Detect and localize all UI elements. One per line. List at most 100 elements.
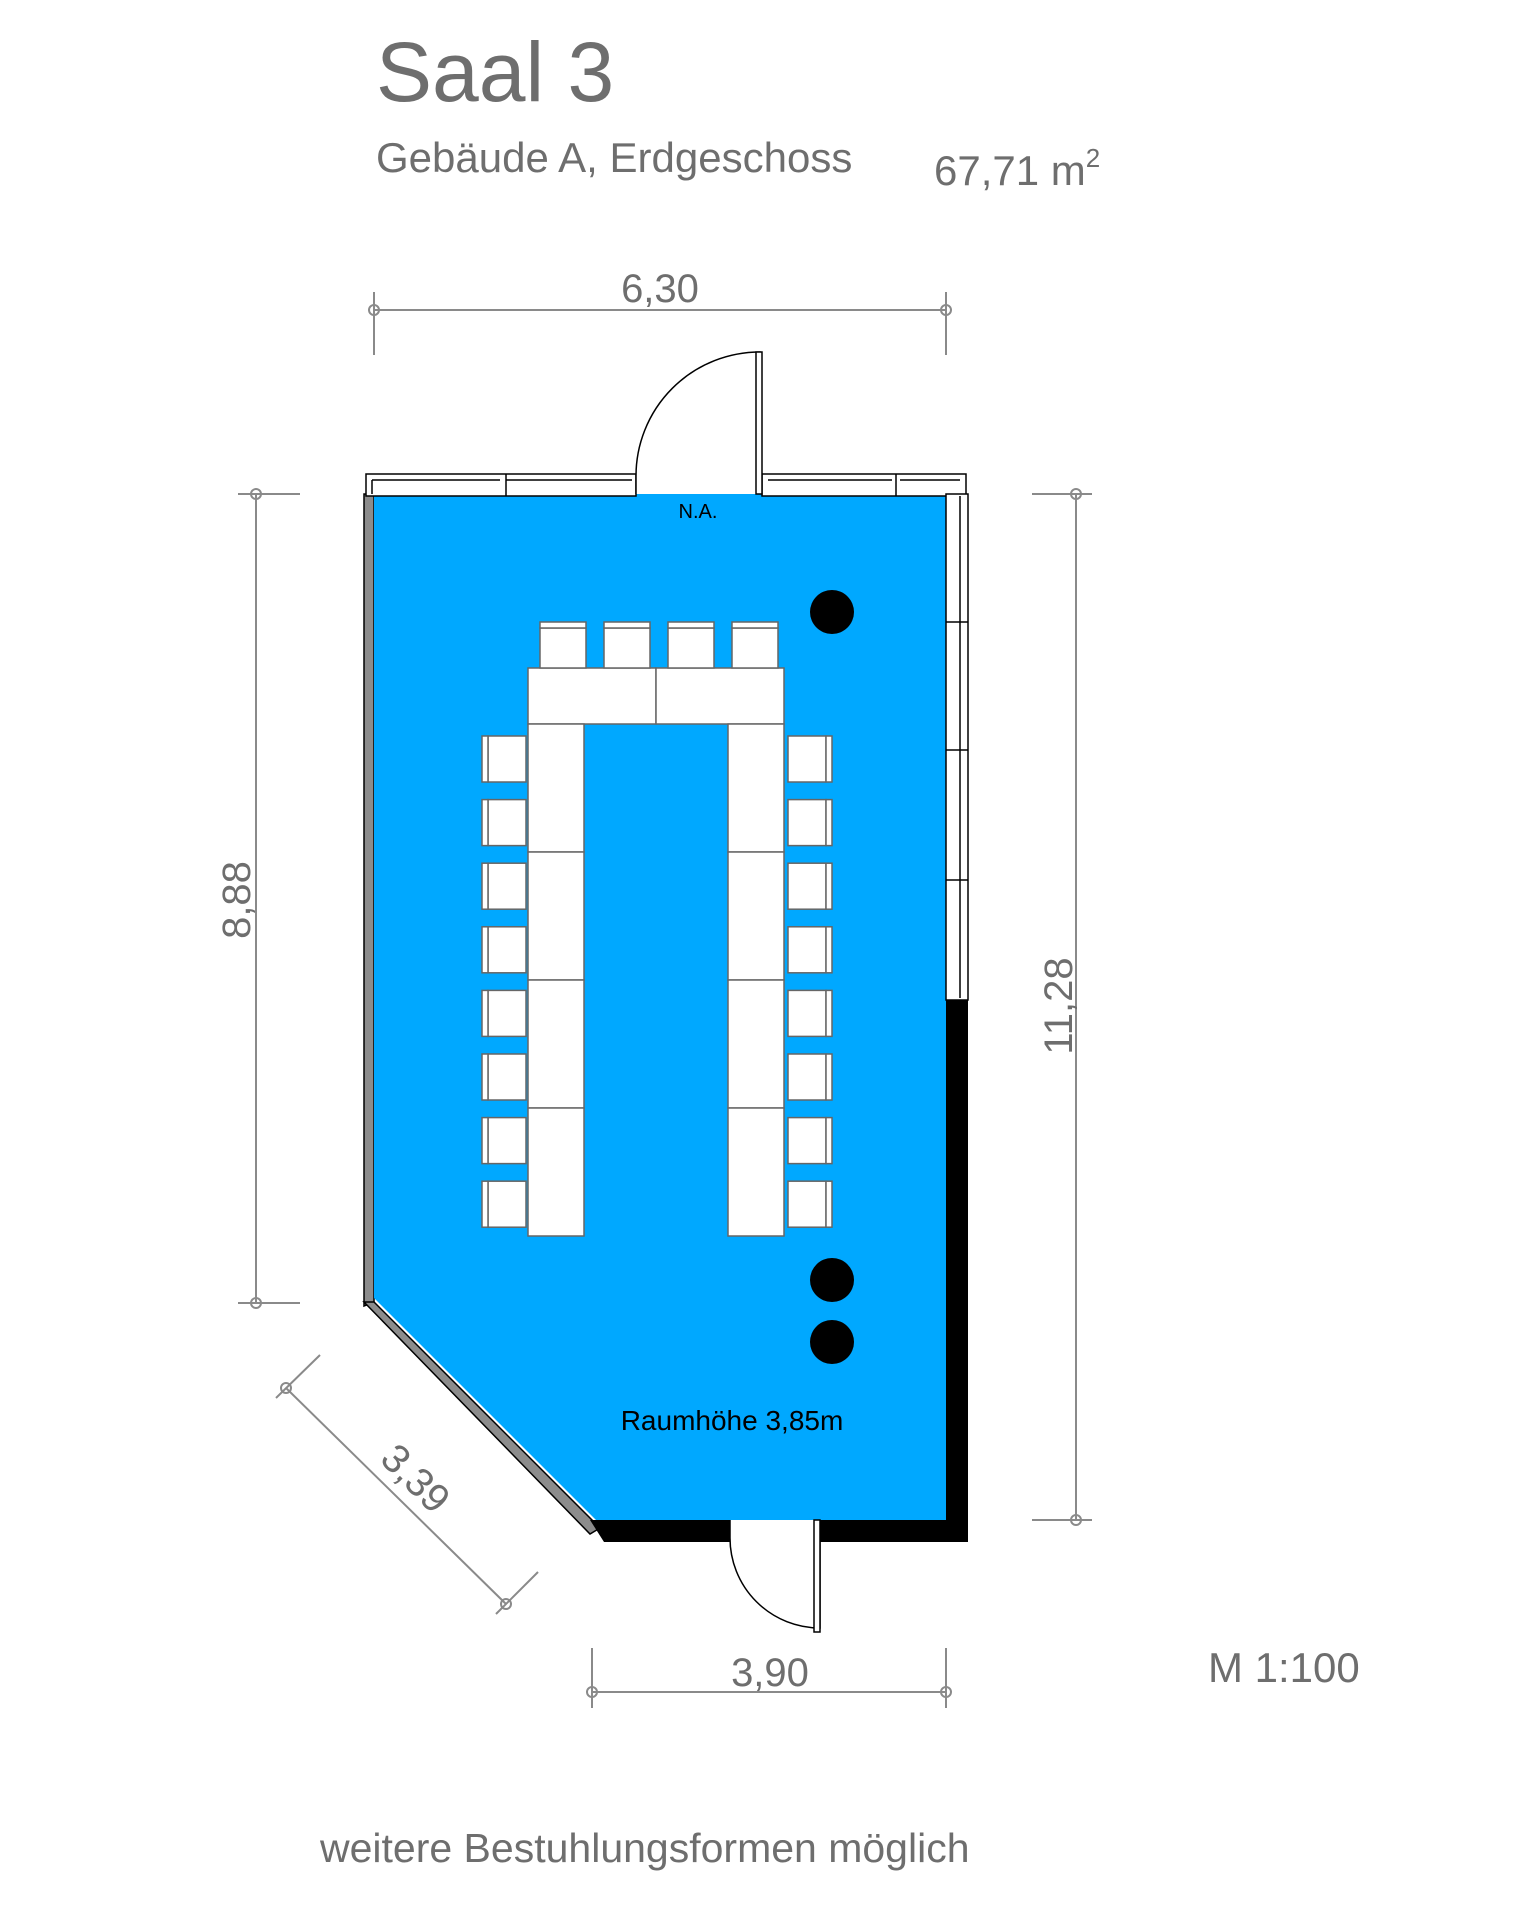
dimension-tick — [368, 304, 380, 316]
chair — [667, 621, 715, 669]
window-frame — [945, 493, 969, 1001]
dimension-tick — [250, 488, 262, 500]
chair-seat — [787, 798, 827, 847]
chair-seat — [787, 1053, 827, 1101]
chair — [481, 1180, 527, 1228]
top-windows — [365, 473, 967, 497]
chair-back — [481, 989, 489, 1038]
chair-back — [825, 926, 833, 974]
room-area-value: 67,71 m — [934, 147, 1086, 194]
chair — [787, 926, 833, 974]
chair-back — [825, 1116, 833, 1165]
bottom-door-leaf — [813, 1519, 821, 1633]
chair-seat — [487, 1053, 527, 1101]
chair-back — [539, 621, 587, 629]
table — [727, 723, 785, 853]
right-windows — [945, 493, 969, 1001]
bottom-door — [729, 1519, 821, 1633]
chair-back — [731, 621, 779, 629]
top-door-swing-arc — [635, 351, 761, 494]
dimension-lines — [238, 292, 1092, 1708]
right-wall-solid — [946, 1000, 968, 1540]
table — [527, 667, 657, 725]
table — [727, 1107, 785, 1237]
chair-back — [825, 1053, 833, 1101]
chair-back — [825, 735, 833, 783]
footnote: weitere Bestuhlungsformen möglich — [320, 1825, 970, 1871]
dimension-tick — [940, 1686, 952, 1698]
room-area: 67,71 m2 — [934, 134, 1100, 195]
chair — [787, 1180, 833, 1228]
chair — [731, 621, 779, 669]
dimension-label-diagonal: 3,39 — [372, 1436, 458, 1522]
chair-back — [825, 798, 833, 847]
chair-seat — [487, 735, 527, 783]
chair — [481, 926, 527, 974]
chair-back — [481, 1053, 489, 1101]
chair — [481, 1116, 527, 1165]
chair-seat — [787, 1116, 827, 1165]
chair-back — [481, 1180, 489, 1228]
chair-seat — [787, 1180, 827, 1228]
bottom-door-swing-arc — [729, 1520, 821, 1629]
chair-seat — [787, 862, 827, 910]
pillars — [810, 590, 854, 1364]
chair — [603, 621, 651, 669]
chair-seat — [487, 1116, 527, 1165]
building-floor-subtitle: Gebäude A, Erdgeschoss — [376, 134, 853, 181]
chair-seat — [539, 627, 587, 669]
chair — [481, 1053, 527, 1101]
dimension-label-left: 8,88 — [215, 861, 259, 939]
dimension-tick — [500, 1598, 512, 1610]
page-title: Saal 3 — [376, 25, 615, 119]
chair-seat — [603, 627, 651, 669]
dimension-label-right: 11,28 — [1037, 957, 1081, 1054]
top-door-leaf — [755, 351, 763, 495]
window-frame — [761, 473, 967, 497]
dimension-tick — [1070, 1514, 1082, 1526]
table — [527, 851, 585, 981]
chair-seat — [787, 989, 827, 1038]
chair-seat — [487, 926, 527, 974]
top-door — [635, 351, 763, 495]
chair-seat — [487, 862, 527, 910]
dimension-label-top: 6,30 — [621, 267, 699, 311]
chair-back — [825, 989, 833, 1038]
chair — [481, 989, 527, 1038]
tables — [527, 667, 785, 1237]
chair-back — [667, 621, 715, 629]
chair — [481, 798, 527, 847]
chair — [481, 735, 527, 783]
chair-seat — [487, 798, 527, 847]
scale-label: M 1:100 — [1208, 1644, 1360, 1691]
bottom-wall-right — [820, 1520, 968, 1542]
room-area-unit-superscript: 2 — [1085, 143, 1101, 173]
table — [527, 979, 585, 1109]
chair — [787, 798, 833, 847]
chair-back — [481, 735, 489, 783]
dimension-label-bottom: 3,90 — [731, 1651, 809, 1695]
chair-back — [825, 1180, 833, 1228]
dimension-line-diagonal — [285, 1387, 507, 1605]
pillar — [810, 1258, 854, 1302]
table — [527, 723, 585, 853]
chair-seat — [487, 989, 527, 1038]
pillar — [810, 1320, 854, 1364]
chair-seat — [787, 926, 827, 974]
chair — [787, 862, 833, 910]
table — [727, 851, 785, 981]
chair — [787, 989, 833, 1038]
room-height-label: Raumhöhe 3,85m — [621, 1405, 844, 1436]
pillar — [810, 590, 854, 634]
table — [727, 979, 785, 1109]
chair-seat — [487, 1180, 527, 1228]
chair — [481, 862, 527, 910]
emergency-exit-label: N.A. — [679, 501, 718, 523]
table — [655, 667, 785, 725]
table — [527, 1107, 585, 1237]
chair-back — [481, 862, 489, 910]
window-frame — [365, 473, 637, 497]
chair — [787, 735, 833, 783]
chair — [787, 1053, 833, 1101]
chair-seat — [787, 735, 827, 783]
